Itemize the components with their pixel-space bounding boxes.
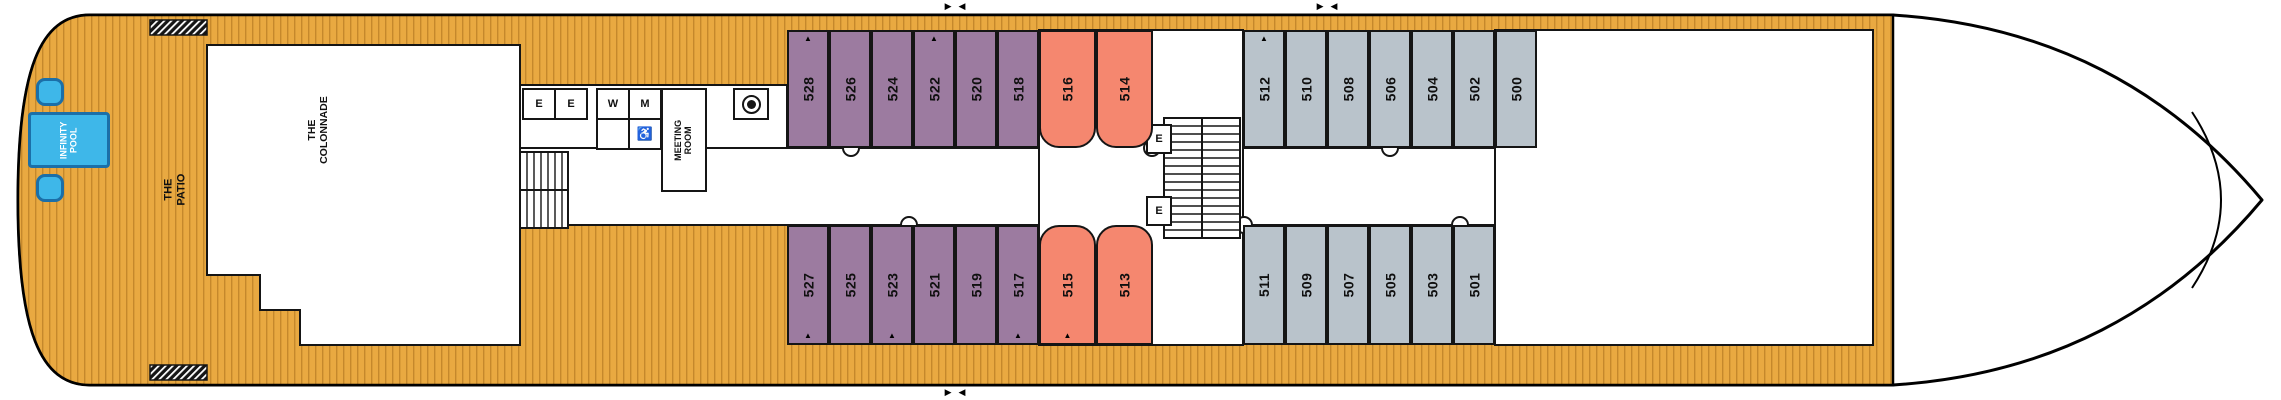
cabin-510[interactable]: 510	[1285, 30, 1327, 148]
arrow-left-icon: ◀	[958, 1, 966, 11]
cabin-marker-icon: ▲	[930, 34, 938, 43]
cabin-527[interactable]: ▲ 527	[787, 225, 829, 345]
elevator-label: E	[535, 98, 543, 110]
adjoining-arrows-top-2: ▶ ◀	[1309, 2, 1345, 11]
elevator-aft-2[interactable]: E	[554, 88, 588, 120]
cabin-517[interactable]: ▲ 517	[997, 225, 1039, 345]
cabin-514[interactable]: 514	[1096, 30, 1153, 148]
cabin-500[interactable]: 500	[1495, 30, 1537, 148]
aft-stairs-icon	[519, 151, 569, 229]
cabin-marker-icon: ▲	[1063, 331, 1072, 340]
cabin-522[interactable]: ▲ 522	[913, 30, 955, 148]
equipment-hatch-top	[149, 19, 208, 36]
cabin-marker-icon: ▲	[1260, 34, 1268, 43]
arrow-right-icon: ▶	[1316, 1, 1324, 11]
cabin-526[interactable]: 526	[829, 30, 871, 148]
adjoining-arrows-bottom-1: ▶ ◀	[937, 388, 973, 397]
infinity-pool: INFINITY POOL	[28, 112, 110, 168]
forward-lobby	[1494, 29, 1874, 346]
service-cell	[596, 118, 630, 150]
cabin-509[interactable]: 509	[1285, 225, 1327, 345]
circle-dot-icon	[741, 94, 761, 114]
center-stairs-icon	[1163, 117, 1241, 239]
cabin-528[interactable]: ▲ 528	[787, 30, 829, 148]
cabin-marker-icon: ▲	[888, 331, 896, 340]
cabin-marker-icon: ▲	[1014, 331, 1022, 340]
arrow-left-icon: ◀	[958, 387, 966, 397]
infinity-pool-label: INFINITY POOL	[58, 121, 79, 159]
cabin-marker-icon: ▲	[804, 331, 812, 340]
arrow-right-icon: ▶	[944, 387, 952, 397]
cabin-503[interactable]: 503	[1411, 225, 1453, 345]
elevator-aft-1[interactable]: E	[522, 88, 556, 120]
cabin-507[interactable]: 507	[1327, 225, 1369, 345]
camera-room	[733, 88, 769, 120]
cabin-marker-icon: ▲	[804, 34, 812, 43]
elevator-label: E	[1155, 133, 1163, 145]
adjoining-arrows-top-1: ▶ ◀	[937, 2, 973, 11]
wheelchair-icon: ♿	[636, 126, 654, 141]
hot-tub-top	[36, 78, 64, 106]
cabin-516[interactable]: 516	[1039, 30, 1096, 148]
cabin-521[interactable]: 521	[913, 225, 955, 345]
restroom-men: M	[628, 88, 662, 120]
cabin-501[interactable]: 501	[1453, 225, 1495, 345]
cabin-518[interactable]: 518	[997, 30, 1039, 148]
cabin-525[interactable]: 525	[829, 225, 871, 345]
arrow-left-icon: ◀	[1330, 1, 1338, 11]
meeting-room-label: MEETING ROOM	[673, 119, 694, 161]
accessible-restroom: ♿	[628, 118, 662, 150]
cabin-520[interactable]: 520	[955, 30, 997, 148]
cabin-523[interactable]: ▲ 523	[871, 225, 913, 345]
arrow-right-icon: ▶	[944, 1, 952, 11]
cabin-519[interactable]: 519	[955, 225, 997, 345]
mens-label: M	[640, 98, 650, 110]
hot-tub-bottom	[36, 174, 64, 202]
cabin-508[interactable]: 508	[1327, 30, 1369, 148]
cabin-513[interactable]: 513	[1096, 225, 1153, 345]
meeting-room: MEETING ROOM	[661, 88, 707, 192]
cabin-502[interactable]: 502	[1453, 30, 1495, 148]
cabin-511[interactable]: 511	[1243, 225, 1285, 345]
bow-deck-line	[2191, 111, 2222, 289]
cabin-506[interactable]: 506	[1369, 30, 1411, 148]
cabin-512[interactable]: ▲ 512	[1243, 30, 1285, 148]
elevator-label: E	[1155, 205, 1163, 217]
cabin-524[interactable]: 524	[871, 30, 913, 148]
elevator-label: E	[567, 98, 575, 110]
elevator-mid-2[interactable]: E	[1146, 196, 1172, 226]
cabin-505[interactable]: 505	[1369, 225, 1411, 345]
womens-label: W	[607, 98, 619, 110]
cabin-515[interactable]: ▲ 515	[1039, 225, 1096, 345]
restroom-women: W	[596, 88, 630, 120]
cabin-504[interactable]: 504	[1411, 30, 1453, 148]
equipment-hatch-bottom	[149, 364, 208, 381]
